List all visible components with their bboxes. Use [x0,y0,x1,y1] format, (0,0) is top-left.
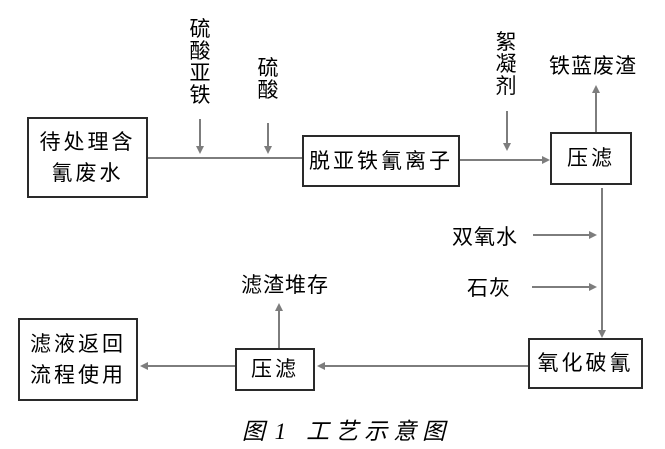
node-filtrate-return: 滤液返回 流程使用 [18,318,138,401]
arrow-ferrous-sulfate-line [199,119,201,146]
arrow-deferro-to-filter-line [460,159,543,161]
label-iron-blue-residue: 铁蓝废渣 [549,54,637,78]
arrow-ferrous-sulfate-head [196,146,204,154]
node-wastewater: 待处理含 氰废水 [27,117,148,198]
arrow-filter-to-stockpile-line [278,311,280,348]
node-press-filter-bottom: 压滤 [235,348,315,391]
arrow-lime-head [589,283,597,291]
arrow-lime-line [532,286,590,288]
node-press-filter-top: 压滤 [550,132,632,185]
arrow-filter-to-oxidation-line [601,188,603,330]
arrow-filter-to-residue-head [592,85,600,93]
arrow-filter-to-filtrate-head [140,362,148,370]
arrow-oxidation-to-filter-line [325,365,528,367]
label-sulfuric-acid: 硫酸 [257,56,279,102]
figure-caption: 图 1 工艺示意图 [14,412,665,446]
arrow-sulfuric-acid-line [267,123,269,146]
label-hydrogen-peroxide: 双氧水 [452,225,518,249]
label-ferrous-sulfate: 硫酸亚铁 [189,17,211,107]
arrow-filter-to-stockpile-head [275,303,283,311]
figure-caption-label: 图 1 [241,419,289,444]
arrow-filter-to-residue-line [595,93,597,132]
label-lime: 石灰 [467,276,511,300]
node-remove-ferrocyanide: 脱亚铁氰离子 [302,135,460,187]
figure-caption-title: 工艺示意图 [306,419,452,444]
arrow-oxidation-to-filter-head [317,362,325,370]
arrow-h2o2-line [533,234,590,236]
arrow-sulfuric-acid-head [264,146,272,154]
arrow-flocculant-line [506,111,508,143]
arrow-deferro-to-filter-head [542,156,550,164]
node-oxidation: 氧化破氰 [528,338,643,389]
arrow-h2o2-head [589,231,597,239]
label-residue-stockpile: 滤渣堆存 [241,273,329,297]
connector-wastewater-to-deferro [148,157,302,159]
arrow-filter-to-oxidation-head [598,330,606,338]
arrow-flocculant-head [503,143,511,151]
arrow-filter-to-filtrate-line [148,365,235,367]
label-flocculant: 絮凝剂 [495,30,517,98]
